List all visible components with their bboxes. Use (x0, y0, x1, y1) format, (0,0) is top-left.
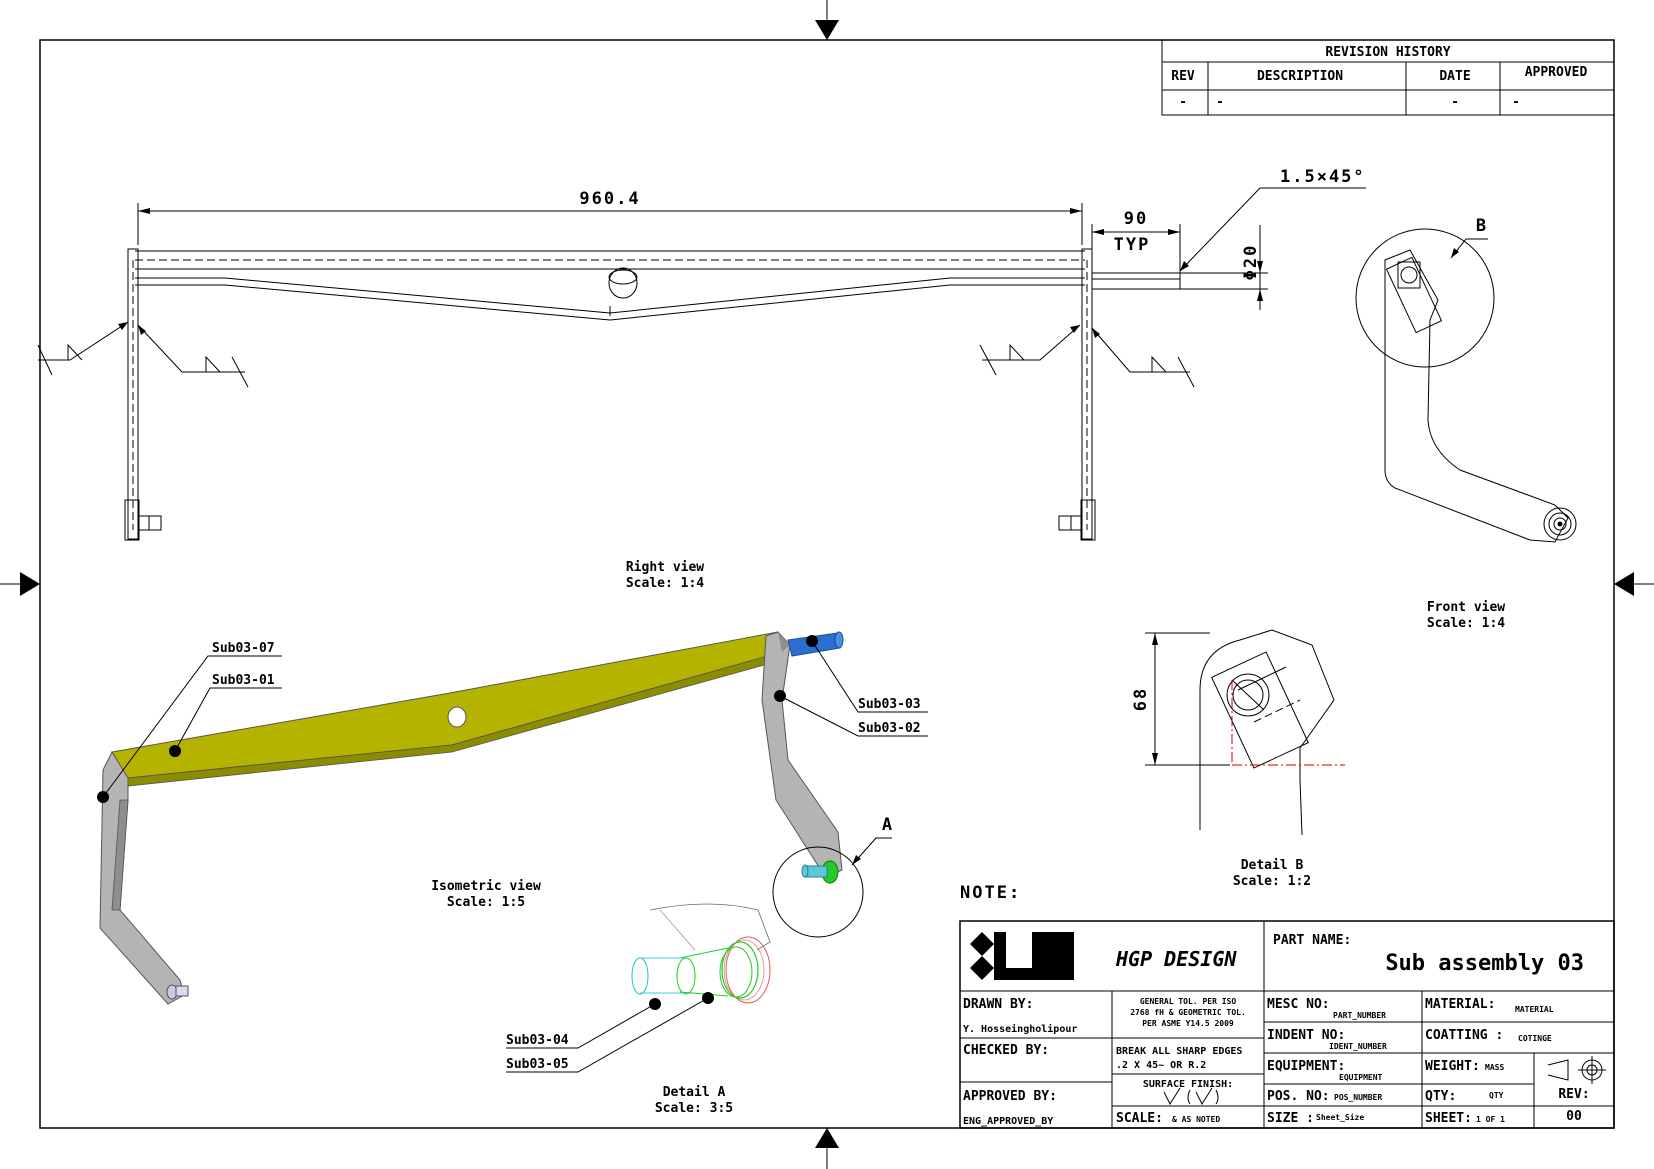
rev-value: 00 (1566, 1109, 1582, 1124)
company-logo (970, 930, 1074, 980)
rev-header: REV (1171, 69, 1195, 84)
approved-cell: - (1512, 95, 1520, 110)
weld-symbols (37, 321, 1195, 388)
pos-label: POS. NO: (1267, 1089, 1330, 1104)
drawn-by-label: DRAWN BY: (963, 997, 1033, 1012)
approved-by-label: APPROVED BY: (963, 1089, 1057, 1104)
surface-finish-label: SURFACE FINISH: (1143, 1079, 1233, 1090)
detail-b-title: Detail B (1241, 858, 1304, 873)
balloon-sub03-01: Sub03-01 (212, 673, 275, 688)
diameter-dimension: Φ20 (1241, 244, 1261, 281)
part-name: Sub assembly 03 (1385, 951, 1584, 976)
right-view: 960.4 (37, 167, 1366, 591)
rev-label: REV: (1558, 1087, 1589, 1102)
front-view-title: Front view (1427, 600, 1505, 615)
title-block: HGP DESIGN PART NAME: Sub assembly 03 DR… (959, 920, 1615, 1129)
break-edges-line-1: BREAK ALL SHARP EDGES (1116, 1046, 1242, 1057)
material-label: MATERIAL: (1425, 997, 1495, 1012)
left-link-part (99, 751, 185, 1005)
general-tolerance-line-2: 2768 fH & GEOMETRIC TOL. (1130, 1008, 1246, 1017)
scale-value: & AS NOTED (1172, 1115, 1220, 1124)
description-header: DESCRIPTION (1257, 69, 1343, 84)
right-view-scale: Scale: 1:4 (626, 576, 704, 591)
sheet-label: SHEET: (1425, 1111, 1472, 1126)
coating-value: COTINGE (1518, 1034, 1552, 1043)
general-tolerance-line-3: PER ASME Y14.5 2009 (1142, 1019, 1234, 1028)
indent-label: INDENT NO: (1267, 1028, 1345, 1043)
isometric-view-title: Isometric view (431, 879, 541, 894)
end-length-dimension: 90 (1124, 209, 1148, 229)
scale-label: SCALE: (1116, 1111, 1163, 1126)
coating-label: COATTING : (1425, 1028, 1503, 1043)
approved-by-value: ENG_APPROVED_BY (963, 1116, 1053, 1127)
sheet-value: 1 OF 1 (1476, 1115, 1505, 1124)
overall-length-dimension: 960.4 (579, 189, 640, 209)
balloon-sub03-04: Sub03-04 (506, 1033, 569, 1048)
part-name-label: PART NAME: (1273, 933, 1351, 948)
mesc-value: PART_NUMBER (1333, 1011, 1386, 1020)
detail-a-scale: Scale: 3:5 (655, 1101, 733, 1116)
projection-symbol (1547, 1056, 1606, 1084)
chamfer-dimension: 1.5×45° (1280, 167, 1366, 187)
sheet-border (39, 39, 1615, 1129)
front-view: B Front view Scale: 1:4 (1355, 216, 1577, 631)
qty-label: QTY: (1425, 1089, 1456, 1104)
general-tolerance-line-1: GENERAL TOL. PER ISO (1140, 997, 1237, 1006)
equipment-value: EQUIPMENT (1339, 1073, 1383, 1082)
date-header: DATE (1439, 69, 1470, 84)
detail-b-marker: B (1476, 216, 1488, 236)
description-cell: - (1216, 95, 1224, 110)
surface-finish-symbol (1163, 1087, 1219, 1106)
drawn-by-value: Y. Hosseingholipour (963, 1023, 1077, 1035)
mesc-label: MESC NO: (1267, 997, 1330, 1012)
size-label: SIZE : (1267, 1111, 1314, 1126)
end-typ-label: TYP (1114, 235, 1151, 255)
detail-a-marker: A (882, 815, 894, 835)
balloon-sub03-07: Sub03-07 (212, 641, 275, 656)
date-cell: - (1451, 95, 1459, 110)
balloon-sub03-02: Sub03-02 (858, 721, 921, 736)
checked-by-label: CHECKED BY: (963, 1043, 1049, 1058)
detail-a-view: Sub03-04 Sub03-05 Detail A Scale: 3:5 (506, 903, 771, 1116)
approved-header: APPROVED (1525, 65, 1588, 80)
detail-b-scale: Scale: 1:2 (1233, 874, 1311, 889)
detail-b-view: 68 Detail B Scale: 1:2 (1131, 629, 1345, 889)
rev-cell: - (1179, 95, 1187, 110)
revision-history-title: REVISION HISTORY (1325, 45, 1450, 60)
isometric-view: A Sub03-07 Sub03-01 Sub03-03 Sub03-02 Is… (97, 631, 928, 1005)
revision-history-table: REVISION HISTORY REV DESCRIPTION DATE AP… (1161, 39, 1615, 116)
company-name: HGP DESIGN (1115, 947, 1237, 971)
equipment-label: EQUIPMENT: (1267, 1059, 1345, 1074)
break-edges-line-2: .2 X 45~ OR R.2 (1116, 1060, 1206, 1071)
material-value: MATERIAL (1515, 1005, 1554, 1014)
note-label: NOTE: (960, 883, 1021, 903)
balloon-sub03-05: Sub03-05 (506, 1057, 569, 1072)
detail-a-circle (772, 846, 864, 938)
pos-value: POS_NUMBER (1334, 1093, 1382, 1102)
detail-b-height-dimension: 68 (1131, 687, 1151, 711)
indent-value: IDENT_NUMBER (1329, 1042, 1387, 1051)
weight-value: MASS (1485, 1063, 1504, 1072)
size-value: Sheet_Size (1316, 1112, 1364, 1122)
weight-label: WEIGHT: (1425, 1059, 1480, 1074)
front-view-scale: Scale: 1:4 (1427, 616, 1505, 631)
balloon-sub03-03: Sub03-03 (858, 697, 921, 712)
detail-a-title: Detail A (663, 1085, 726, 1100)
qty-value: QTY (1489, 1091, 1504, 1100)
isometric-view-scale: Scale: 1:5 (447, 895, 525, 910)
right-view-title: Right view (626, 560, 704, 575)
